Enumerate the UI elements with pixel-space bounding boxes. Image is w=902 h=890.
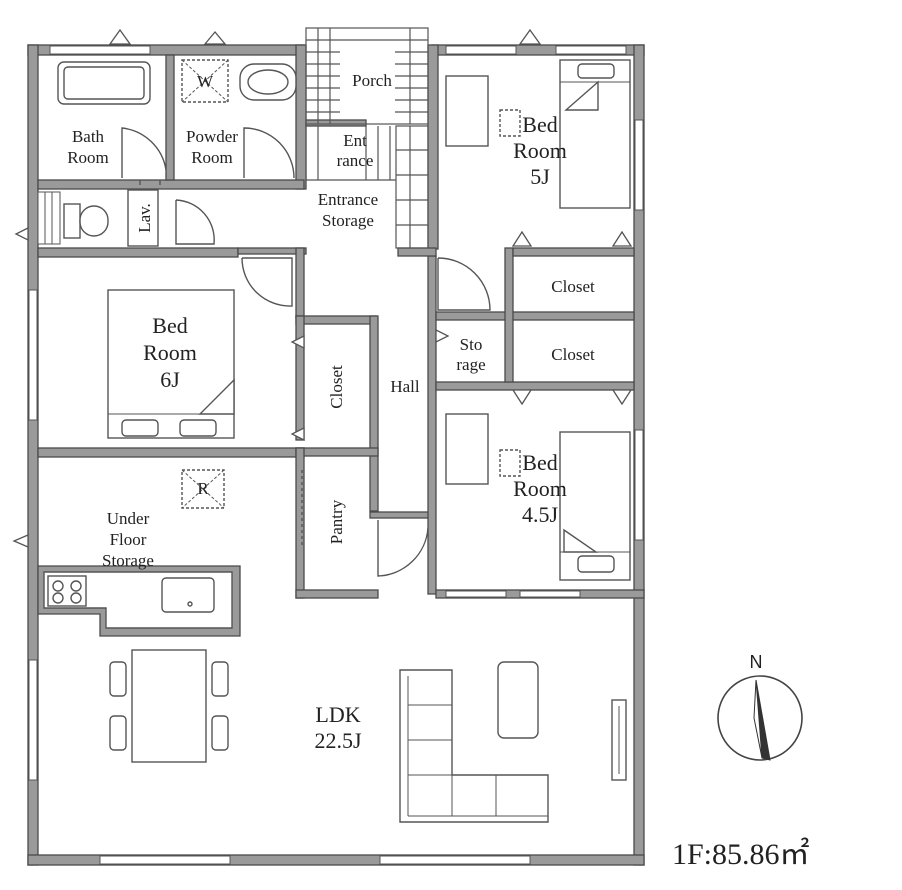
entrance-label-2: rance <box>337 151 374 170</box>
washer-label: W <box>197 72 214 91</box>
fixtures <box>37 59 631 823</box>
entrance-label-1: Ent <box>343 131 367 150</box>
compass-label: N <box>750 652 763 672</box>
north-compass-icon: N <box>717 652 803 761</box>
bath-label-2: Room <box>67 148 109 167</box>
bath-label-1: Bath <box>72 127 105 146</box>
floor-area-label: 1F:85.86㎡ <box>672 838 810 871</box>
stair-grid <box>305 27 429 249</box>
vent-markers <box>12 28 633 548</box>
storage-label-2: rage <box>456 355 485 374</box>
pantry-label: Pantry <box>327 499 346 544</box>
bed6-label-3: 6J <box>160 367 180 392</box>
porch-label: Porch <box>352 71 392 90</box>
bed6-label-1: Bed <box>152 313 187 338</box>
powder-label-1: Powder <box>186 127 238 146</box>
closet-a-label: Closet <box>551 277 595 296</box>
storage-label-1: Sto <box>460 335 483 354</box>
interior-walls <box>37 54 645 599</box>
entrance-storage-label-2: Storage <box>322 211 374 230</box>
entrance-storage-label-1: Entrance <box>318 190 378 209</box>
bed5-label-3: 5J <box>530 164 550 189</box>
lav-label: Lav. <box>135 203 154 233</box>
bed5-label-2: Room <box>513 138 567 163</box>
underfloor-label-1: Under <box>107 509 150 528</box>
closet-b-label: Closet <box>551 345 595 364</box>
bed5-label-1: Bed <box>522 112 557 137</box>
bed45-label-1: Bed <box>522 450 557 475</box>
bed45-label-2: Room <box>513 476 567 501</box>
powder-label-2: Room <box>191 148 233 167</box>
underfloor-label-3: Storage <box>102 551 154 570</box>
ldk-label-1: LDK <box>315 702 360 727</box>
fridge-label: R <box>197 479 209 498</box>
bed6-label-2: Room <box>143 340 197 365</box>
windows <box>28 45 644 865</box>
bed45-label-3: 4.5J <box>522 502 559 527</box>
hall-label: Hall <box>390 377 420 396</box>
room-labels: Bath Room Powder Room W Porch Ent rance … <box>67 71 595 753</box>
ldk-label-2: 22.5J <box>314 728 362 753</box>
underfloor-label-2: Floor <box>110 530 147 549</box>
closet-c-label: Closet <box>327 365 346 409</box>
door-swings <box>121 127 491 577</box>
